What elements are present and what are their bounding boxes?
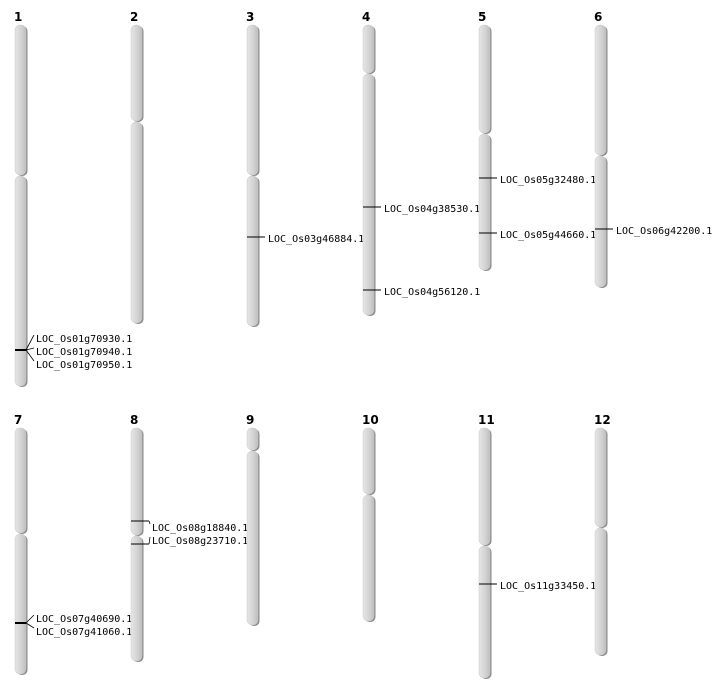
chromosome-long-arm: [246, 450, 259, 626]
chromosome-label: 12: [594, 413, 611, 427]
gene-label: LOC_Os03g46884.1: [268, 234, 364, 245]
chromosome-label: 8: [130, 413, 138, 427]
gene-label: LOC_Os01g70950.1: [36, 360, 132, 371]
chromosome-long-arm: [362, 494, 375, 622]
gene-label: LOC_Os07g40690.1: [36, 614, 132, 625]
chromosome-label: 10: [362, 413, 379, 427]
gene-label: LOC_Os08g23710.1: [152, 536, 248, 547]
gene-label: LOC_Os04g56120.1: [384, 287, 480, 298]
chromosome-label: 4: [362, 10, 370, 24]
chromosome-label: 6: [594, 10, 602, 24]
chromosome-short-arm: [594, 24, 607, 156]
gene-label: LOC_Os06g42200.1: [616, 226, 712, 237]
chromosome-short-arm: [362, 427, 375, 495]
chromosome-short-arm: [14, 24, 27, 176]
chromosome-label: 1: [14, 10, 22, 24]
gene-label: LOC_Os11g33450.1: [500, 581, 596, 592]
chromosome-long-arm: [246, 175, 259, 327]
gene-label: LOC_Os01g70930.1: [36, 334, 132, 345]
chromosome-long-arm: [130, 121, 143, 324]
chromosome-short-arm: [478, 24, 491, 134]
gene-connector: [148, 520, 151, 525]
gene-label: LOC_Os08g18840.1: [152, 523, 248, 534]
chromosome-label: 5: [478, 10, 486, 24]
chromosome-long-arm: [478, 545, 491, 679]
chromosome-label: 9: [246, 413, 254, 427]
gene-label: LOC_Os04g38530.1: [384, 204, 480, 215]
chromosome-label: 11: [478, 413, 495, 427]
chromosome-label: 3: [246, 10, 254, 24]
chromosome-long-arm: [594, 155, 607, 288]
gene-connector: [25, 622, 35, 629]
chromosome-label: 2: [130, 10, 138, 24]
chromosome-long-arm: [14, 533, 27, 675]
chromosome-short-arm: [246, 24, 259, 176]
chromosome-long-arm: [478, 133, 491, 271]
chromosome-label: 7: [14, 413, 22, 427]
gene-connector: [148, 536, 151, 545]
gene-label: LOC_Os05g44660.1: [500, 230, 596, 241]
chromosome-short-arm: [362, 24, 375, 74]
chromosome-long-arm: [594, 527, 607, 656]
chromosome-short-arm: [594, 427, 607, 528]
gene-label: LOC_Os05g32480.1: [500, 175, 596, 186]
gene-connector: [25, 614, 35, 624]
chromosome-short-arm: [478, 427, 491, 546]
chromosome-short-arm: [130, 24, 143, 122]
gene-label: LOC_Os07g41060.1: [36, 627, 132, 638]
chromosome-long-arm: [130, 535, 143, 662]
chromosome-short-arm: [14, 427, 27, 534]
chromosome-long-arm: [14, 175, 27, 387]
gene-connector: [25, 334, 35, 351]
chromosome-short-arm: [130, 427, 143, 536]
chromosome-short-arm: [246, 427, 259, 451]
gene-label: LOC_Os01g70940.1: [36, 347, 132, 358]
gene-connector: [25, 349, 35, 362]
chromosome-long-arm: [362, 73, 375, 316]
gene-connector: [25, 347, 35, 351]
